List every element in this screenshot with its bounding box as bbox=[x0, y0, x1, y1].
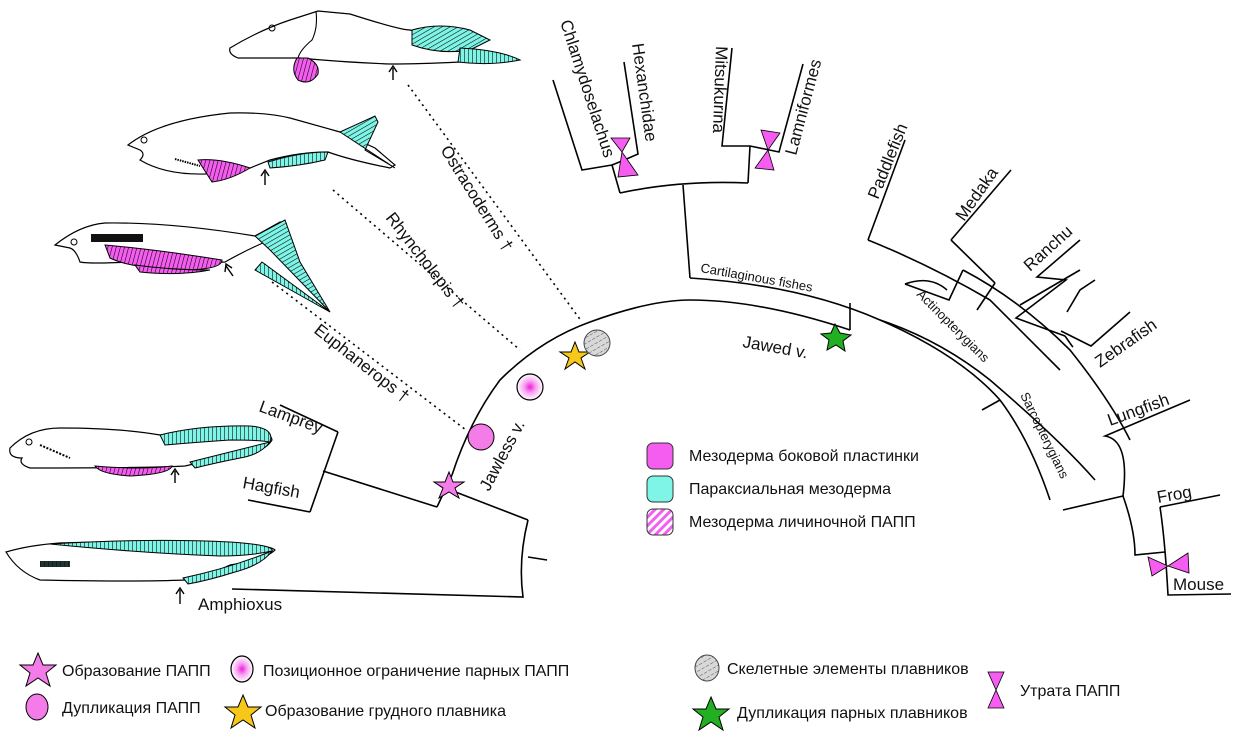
label-mouse: Mouse bbox=[1173, 575, 1224, 594]
label-zebrafish: Zebrafish bbox=[1091, 315, 1160, 371]
papp-loss-lamniformes bbox=[754, 129, 781, 171]
skeletal-elements-icon bbox=[694, 654, 720, 682]
label-cartilaginous-fishes: Cartilaginous fishes bbox=[699, 260, 814, 295]
papp-formation-star bbox=[432, 470, 466, 500]
legend-papp-formation: Образование ПАПП bbox=[62, 663, 211, 680]
label-paddlefish: Paddlefish bbox=[864, 121, 911, 202]
legend-positional-restriction: Позиционное ограничение парных ПАПП bbox=[263, 663, 569, 680]
label-mitsukurina: Mitsukurina bbox=[709, 46, 731, 134]
legend-papp-duplication: Дупликация ПАПП bbox=[62, 700, 201, 717]
tree-branches bbox=[231, 47, 1232, 598]
legend-paired-fin-duplication: Дупликация парных плавников bbox=[737, 705, 968, 722]
label-euphanerops: Euphanerops † bbox=[311, 320, 414, 406]
fossil-connectors bbox=[271, 84, 583, 431]
papp-loss-hexanchidae bbox=[610, 137, 639, 178]
legend-lateral-plate: Мезодерма боковой пластинки bbox=[689, 448, 919, 465]
label-ostracoderms: Ostracoderms † bbox=[437, 142, 517, 255]
positional-restriction-icon bbox=[230, 655, 254, 683]
legend-pectoral-fin: Образование грудного плавника bbox=[265, 703, 506, 720]
label-chlamydoselachus: Chlamydoselachus bbox=[556, 17, 618, 159]
label-rhyncholepis: Rhyncholepis † bbox=[382, 209, 469, 312]
lateral-plate-swatch bbox=[646, 442, 674, 470]
legend-skeletal-elements: Скелетные элементы плавников bbox=[727, 661, 969, 678]
papp-loss-icon bbox=[987, 671, 1005, 709]
tissue-legend: Мезодерма боковой пластинки Параксиальна… bbox=[646, 442, 919, 536]
pectoral-fin-star bbox=[558, 340, 592, 371]
rhyncholepis-illustration bbox=[126, 112, 397, 185]
amphioxus-illustration bbox=[5, 539, 276, 604]
papp-formation-icon bbox=[18, 651, 58, 688]
larval-swatch bbox=[646, 508, 674, 536]
legend-larval: Мезодерма личиночной ПАПП bbox=[689, 514, 916, 531]
skeletal-elements-circle bbox=[583, 329, 611, 357]
lamprey-illustration bbox=[9, 425, 273, 483]
papp-duplication-icon bbox=[25, 693, 49, 721]
paired-fin-duplication-star bbox=[819, 322, 853, 353]
papp-loss-mouse bbox=[1147, 552, 1190, 577]
paraxial-swatch bbox=[646, 475, 674, 503]
label-lungfish: Lungfish bbox=[1105, 390, 1172, 430]
event-legend: Образование ПАПП Дупликация ПАПП Позицио… bbox=[18, 651, 1120, 732]
label-hexanchidae: Hexanchidae bbox=[628, 42, 661, 143]
label-hagfish: Hagfish bbox=[241, 473, 301, 502]
label-frog: Frog bbox=[1155, 482, 1193, 507]
euphanerops-illustration bbox=[53, 219, 331, 313]
pectoral-fin-icon bbox=[223, 693, 263, 730]
positional-restriction-circle bbox=[516, 373, 544, 401]
ostracoderm-illustration bbox=[229, 10, 522, 83]
label-medaka: Medaka bbox=[952, 163, 1003, 224]
paired-fin-duplication-icon bbox=[691, 695, 731, 732]
label-lamniformes: Lamniformes bbox=[782, 57, 826, 157]
tree-markers bbox=[432, 129, 1190, 577]
legend-paraxial: Параксиальная мезодерма bbox=[689, 481, 891, 498]
papp-duplication-circle bbox=[467, 423, 495, 451]
clade-labels: Ostracoderms † Rhyncholepis † Euphanerop… bbox=[311, 142, 1073, 494]
label-jawed-v: Jawed v. bbox=[741, 332, 809, 362]
legend-papp-loss: Утрата ПАПП bbox=[1020, 683, 1120, 700]
label-amphioxus: Amphioxus bbox=[198, 595, 282, 614]
label-sarcopterygians: Sarcopterygians bbox=[1017, 390, 1072, 481]
